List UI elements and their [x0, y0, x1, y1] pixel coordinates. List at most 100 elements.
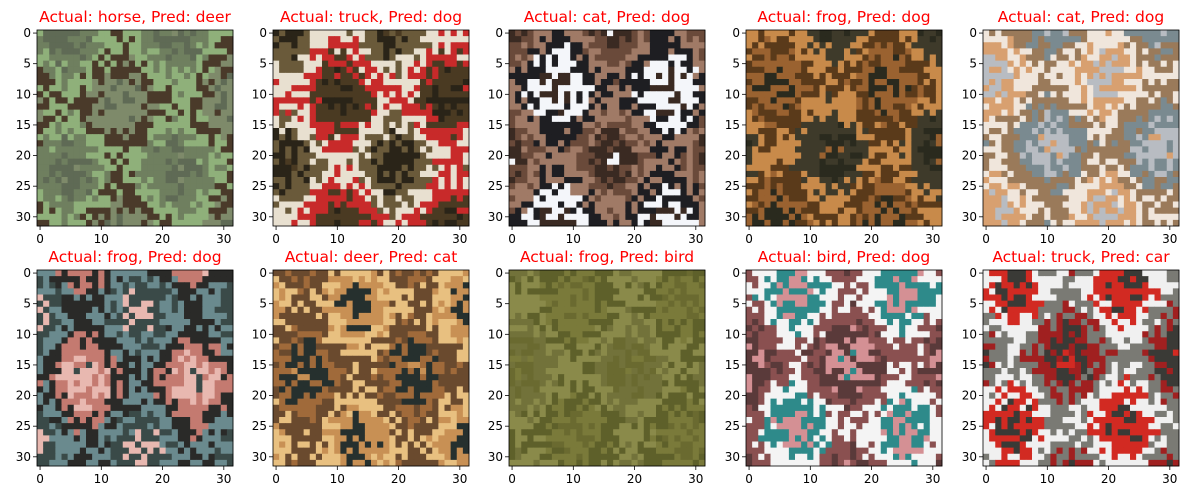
- image-pixel: [279, 195, 286, 202]
- image-pixel: [782, 48, 790, 55]
- image-pixel: [656, 170, 663, 178]
- image-pixel: [420, 213, 427, 221]
- image-pixel: [649, 164, 657, 172]
- image-pixel: [893, 183, 900, 190]
- image-pixel: [625, 36, 632, 43]
- image-pixel: [893, 207, 900, 215]
- image-pixel: [79, 109, 87, 117]
- image-pixel: [983, 177, 990, 184]
- image-pixel: [899, 140, 906, 147]
- image-pixel: [444, 183, 452, 190]
- image-pixel: [322, 164, 329, 172]
- image-pixel: [377, 54, 384, 62]
- image-pixel: [539, 42, 547, 49]
- image-pixel: [116, 103, 124, 111]
- image-pixel: [383, 66, 390, 74]
- image-pixel: [1062, 115, 1070, 123]
- image-pixel: [73, 36, 81, 43]
- image-pixel: [905, 85, 912, 92]
- image-pixel: [905, 36, 912, 43]
- image-pixel: [153, 79, 160, 86]
- image-pixel: [613, 72, 620, 80]
- image-pixel: [328, 177, 335, 184]
- image-pixel: [401, 213, 409, 221]
- image-pixel: [395, 66, 403, 74]
- image-pixel: [613, 177, 620, 184]
- image-pixel: [322, 170, 329, 178]
- image-pixel: [558, 109, 565, 117]
- image-pixel: [692, 30, 700, 37]
- image-pixel: [758, 152, 765, 160]
- image-pixel: [770, 91, 778, 98]
- image-pixel: [128, 177, 136, 184]
- image-pixel: [49, 66, 56, 74]
- image-pixel: [407, 121, 415, 129]
- image-pixel: [462, 201, 470, 209]
- image-pixel: [539, 152, 547, 160]
- image-pixel: [868, 152, 876, 160]
- image-pixel: [413, 164, 421, 172]
- image-pixel: [935, 183, 943, 190]
- image-pixel: [856, 146, 863, 153]
- image-pixel: [776, 189, 784, 196]
- image-pixel: [364, 66, 372, 74]
- image-pixel: [662, 115, 669, 123]
- image-pixel: [1007, 177, 1015, 184]
- image-pixel: [905, 48, 912, 55]
- image-pixel: [880, 115, 888, 123]
- image-pixel: [315, 164, 323, 172]
- image-pixel: [147, 54, 154, 62]
- image-pixel: [637, 42, 645, 49]
- image-pixel: [147, 189, 154, 196]
- image-pixel: [389, 207, 396, 215]
- image-pixel: [880, 60, 888, 68]
- image-pixel: [279, 115, 286, 123]
- image-pixel: [1044, 158, 1051, 166]
- image-pixel: [1068, 115, 1076, 123]
- image-pixel: [856, 207, 863, 215]
- image-pixel: [564, 54, 571, 62]
- image-pixel: [358, 164, 366, 172]
- image-pixel: [438, 158, 445, 166]
- image-pixel: [862, 121, 869, 129]
- image-pixel: [190, 30, 197, 37]
- image-pixel: [819, 109, 827, 117]
- image-pixel: [1062, 91, 1070, 98]
- image-pixel: [1172, 103, 1180, 111]
- image-pixel: [613, 213, 620, 221]
- image-pixel: [407, 42, 415, 49]
- image-pixel: [98, 134, 105, 141]
- image-pixel: [801, 219, 808, 227]
- image-pixel: [619, 85, 626, 92]
- image-pixel: [1068, 60, 1076, 68]
- image-pixel: [37, 195, 44, 202]
- image-pixel: [686, 146, 694, 153]
- image-pixel: [692, 177, 700, 184]
- image-pixel: [600, 164, 608, 172]
- image-pixel: [649, 177, 657, 184]
- image-pixel: [86, 152, 93, 160]
- image-pixel: [1062, 30, 1070, 37]
- image-pixel: [220, 183, 228, 190]
- image-pixel: [61, 164, 69, 172]
- image-pixel: [752, 189, 759, 196]
- image-pixel: [856, 164, 863, 172]
- image-pixel: [911, 134, 918, 141]
- image-pixel: [273, 60, 280, 68]
- image-pixel: [297, 164, 305, 172]
- image-pixel: [1001, 109, 1008, 117]
- image-pixel: [159, 158, 167, 166]
- image-pixel: [674, 48, 681, 55]
- image-pixel: [1044, 170, 1051, 178]
- image-pixel: [196, 134, 203, 141]
- image-pixel: [285, 201, 292, 209]
- image-pixel: [340, 103, 347, 111]
- image-pixel: [819, 60, 827, 68]
- image-pixel: [364, 128, 372, 135]
- image-pixel: [1044, 85, 1051, 92]
- image-pixel: [202, 109, 209, 117]
- image-pixel: [819, 128, 827, 135]
- image-pixel: [625, 189, 632, 196]
- image-pixel: [929, 115, 937, 123]
- image-pixel: [395, 42, 403, 49]
